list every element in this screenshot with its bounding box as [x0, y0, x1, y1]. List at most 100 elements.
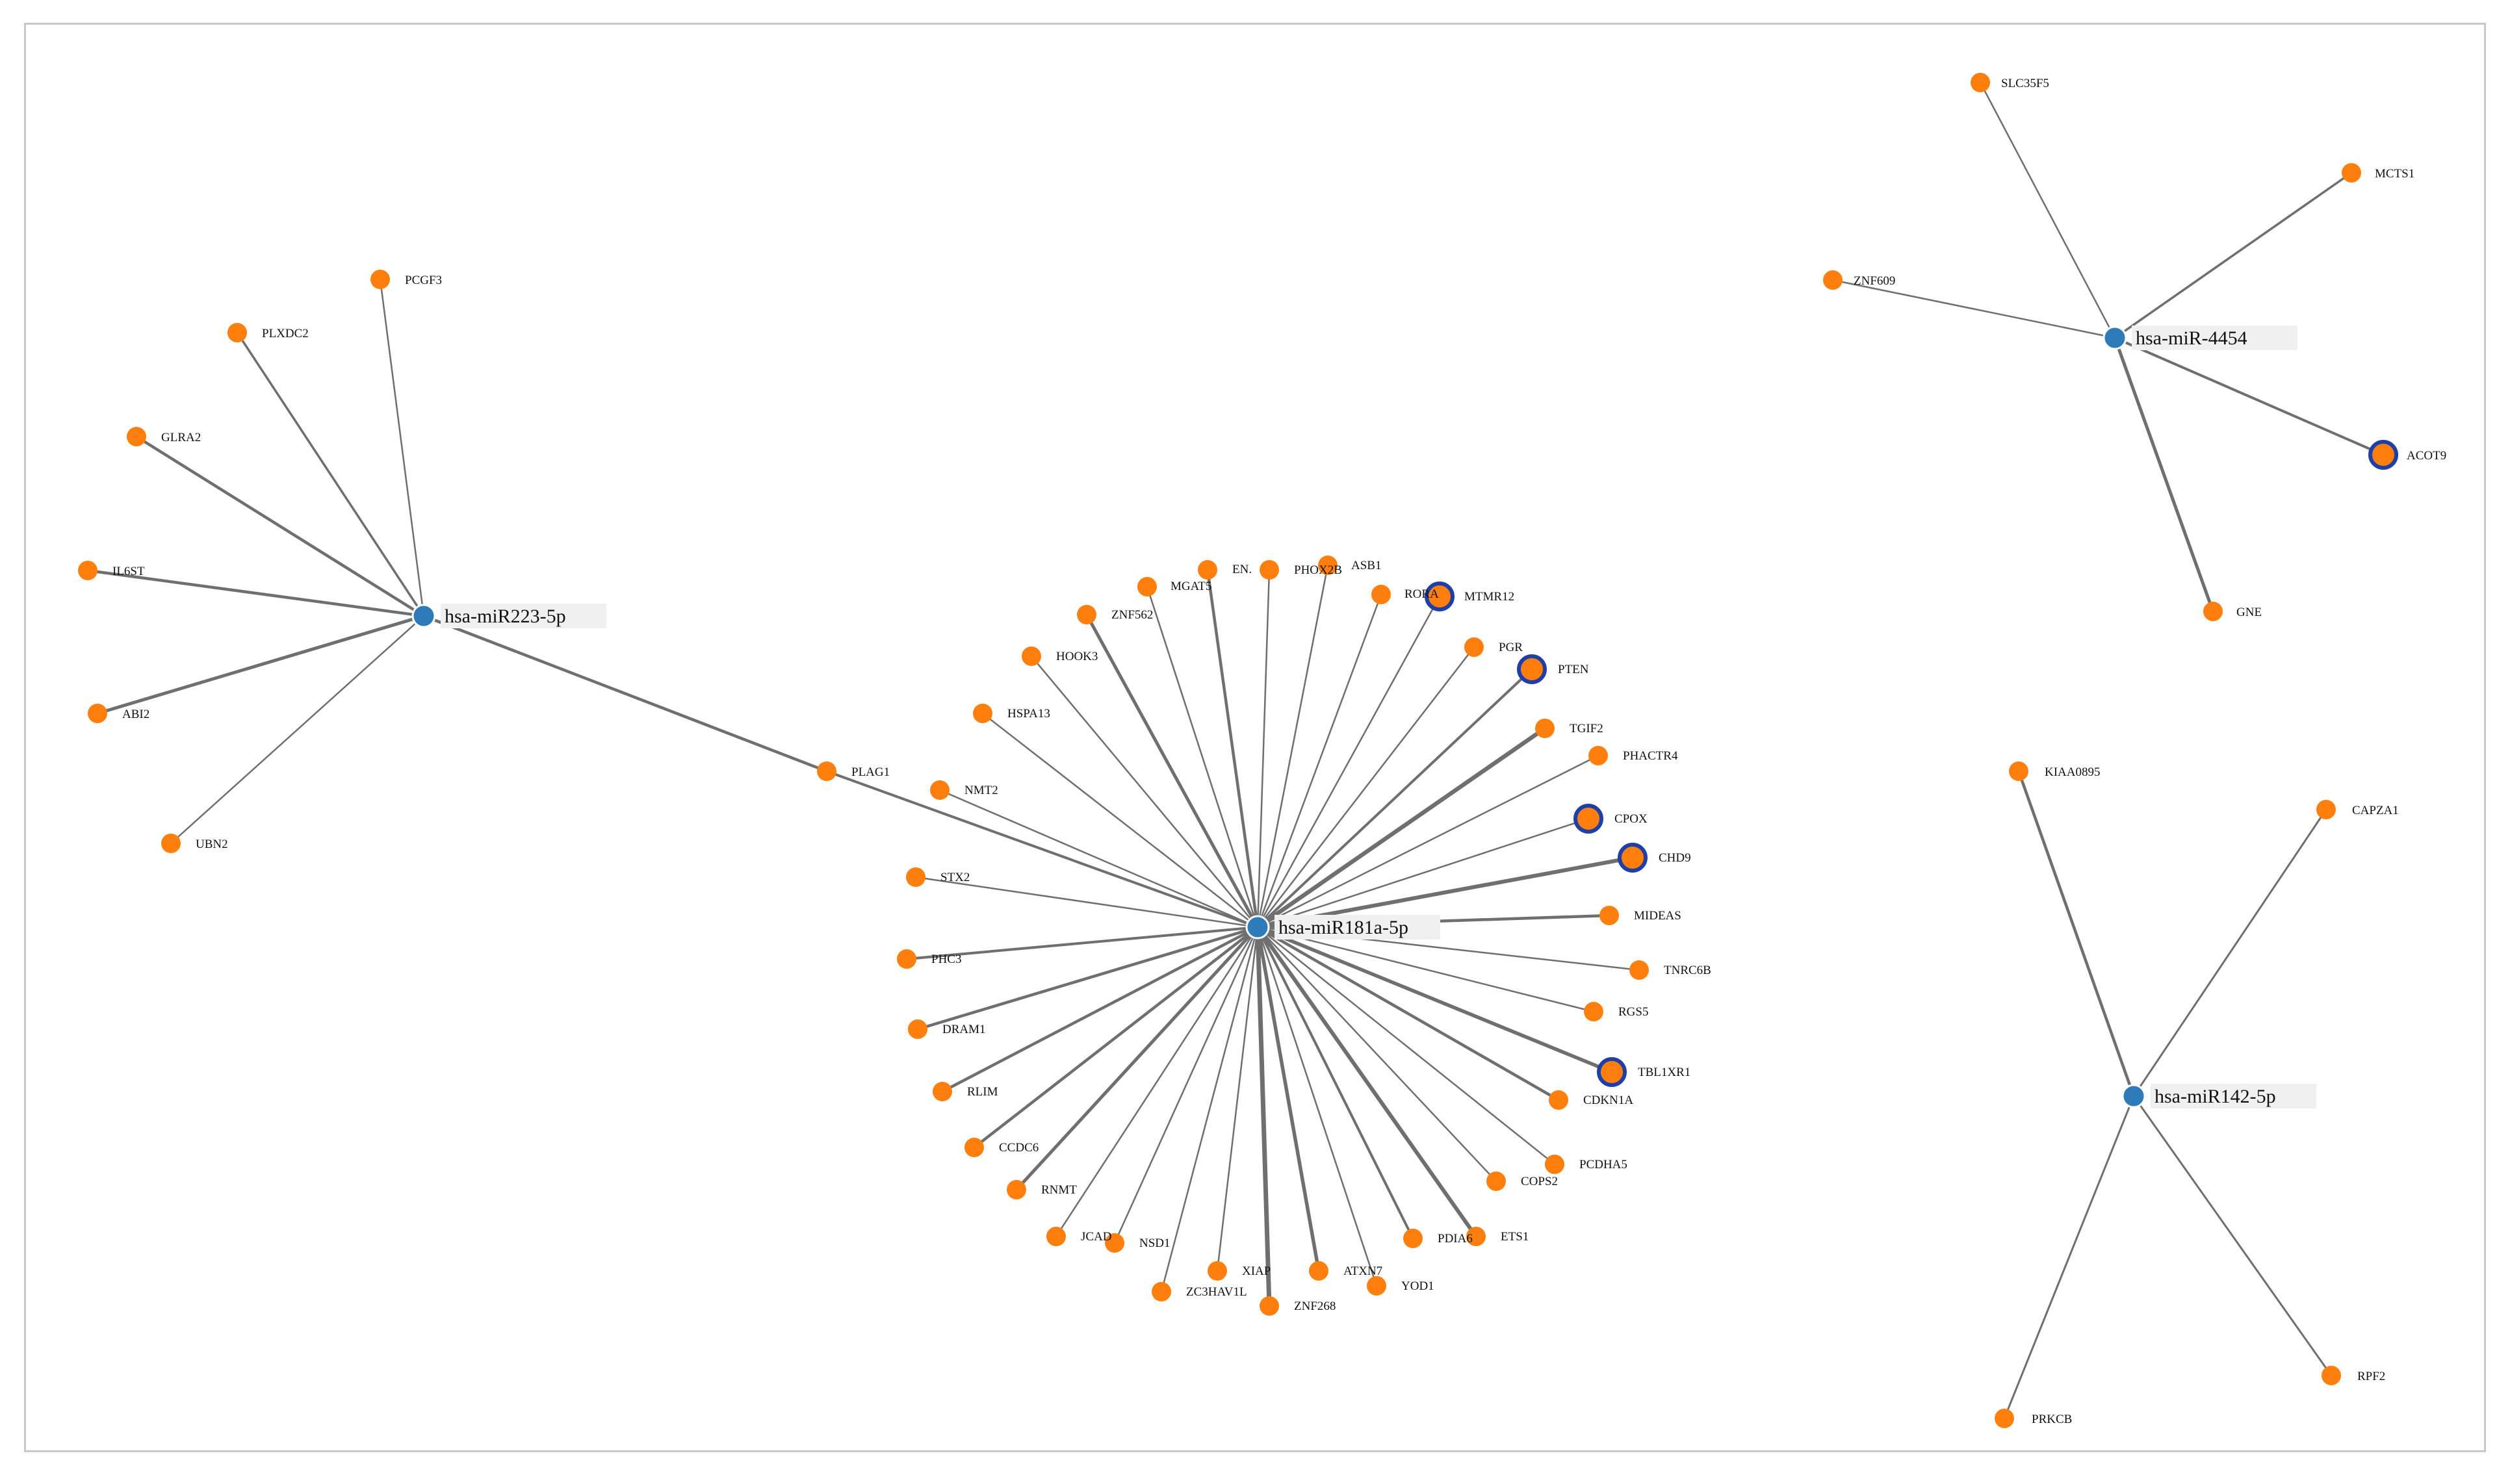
gene-label-rlim: RLIM: [967, 1085, 998, 1099]
edge-m4454-ZNF609: [1831, 279, 2116, 339]
gene-node-rpf2[interactable]: [2322, 1366, 2341, 1385]
edge-m142-RPF2: [2132, 1095, 2333, 1377]
label-layer: PCGF3PLXDC2GLRA2IL6STABI2UBN2PLAG1SLC35F…: [112, 77, 2446, 1426]
gene-node-ets1[interactable]: [1466, 1227, 1486, 1246]
edge-m142-PRKCB: [2003, 1095, 2135, 1420]
gene-node-pdia6[interactable]: [1403, 1229, 1423, 1248]
gene-node-gne[interactable]: [2203, 602, 2223, 621]
mirna-node-m4454[interactable]: [2102, 326, 2127, 350]
gene-label-nmt2: NMT2: [964, 784, 998, 797]
gene-node-mcts1[interactable]: [2342, 163, 2361, 183]
gene-node-glra2[interactable]: [127, 427, 146, 446]
gene-node-kiaa0895[interactable]: [2009, 761, 2028, 781]
edge-m181-RLIM: [940, 925, 1260, 1094]
gene-label-mtmr12: MTMR12: [1464, 590, 1514, 604]
gene-node-tbl1xr1-highlighted[interactable]: [1597, 1057, 1627, 1087]
node-layer: [78, 73, 2398, 1428]
gene-label-asb1: ASB1: [1351, 559, 1381, 572]
mirna-node-m223[interactable]: [411, 604, 436, 628]
gene-node-rnmt[interactable]: [1007, 1180, 1026, 1199]
edge-m181-PHACTR4: [1256, 754, 1599, 928]
edge-m181-PGR: [1256, 646, 1475, 928]
mirna-node-m142[interactable]: [2121, 1084, 2146, 1108]
gene-node-cpox-highlighted[interactable]: [1573, 804, 1603, 834]
gene-label-stx2: STX2: [940, 871, 970, 884]
gene-node-stx2[interactable]: [906, 867, 925, 887]
gene-node-chd9-highlighted[interactable]: [1618, 843, 1648, 873]
gene-node-acot9-highlighted[interactable]: [2368, 440, 2398, 470]
gene-label-ubn2: UBN2: [196, 838, 228, 851]
mirna-label-background: [1274, 915, 1440, 940]
gene-node-cops2[interactable]: [1486, 1171, 1506, 1191]
gene-label-pgr: PGR: [1499, 641, 1523, 654]
gene-label-gne: GNE: [2236, 606, 2262, 619]
gene-label-hspa13: HSPA13: [1007, 707, 1050, 721]
gene-node-nsd1[interactable]: [1105, 1233, 1124, 1253]
gene-node-znf609[interactable]: [1823, 270, 1843, 290]
gene-node-atxn7[interactable]: [1309, 1261, 1328, 1281]
gene-label-znf268: ZNF268: [1294, 1299, 1336, 1313]
gene-node-rgs5[interactable]: [1584, 1002, 1603, 1021]
gene-node-pcdha5[interactable]: [1545, 1155, 1564, 1174]
mirna-label-m181: hsa-miR181a-5p: [1278, 917, 1408, 938]
gene-node-xiap[interactable]: [1208, 1261, 1227, 1281]
gene-node-dram1[interactable]: [908, 1019, 927, 1039]
gene-node-znf562[interactable]: [1077, 605, 1096, 624]
gene-node-phactr4[interactable]: [1588, 746, 1608, 765]
gene-label-pcgf3: PCGF3: [405, 274, 442, 287]
gene-node-plag1[interactable]: [817, 761, 836, 781]
gene-node-prkcb[interactable]: [1995, 1409, 2014, 1428]
gene-label-mideas: MIDEAS: [1634, 909, 1681, 923]
gene-node-mideas[interactable]: [1599, 906, 1619, 925]
gene-node-hook3[interactable]: [1022, 646, 1041, 666]
gene-node-ccdc6[interactable]: [964, 1138, 984, 1157]
gene-node-hspa13[interactable]: [973, 704, 992, 723]
gene-node-plxdc2[interactable]: [227, 323, 247, 342]
gene-node-tgif2[interactable]: [1535, 719, 1555, 738]
gene-node-rora[interactable]: [1371, 585, 1391, 604]
gene-label-cdkn1a: CDKN1A: [1583, 1094, 1633, 1107]
gene-label-slc35f5: SLC35F5: [2001, 77, 2049, 90]
edge-m181-NSD1: [1113, 926, 1259, 1244]
gene-node-slc35f5[interactable]: [1971, 73, 1990, 92]
gene-node-zc3hav1l[interactable]: [1152, 1282, 1171, 1301]
gene-label-nsd1: NSD1: [1139, 1236, 1171, 1250]
edge-m4454-SLC35F5: [1979, 81, 2116, 339]
mirna-node-m181[interactable]: [1245, 915, 1270, 940]
gene-label-plag1: PLAG1: [851, 765, 890, 779]
edge-m223-ABI2: [96, 614, 426, 715]
edge-m142-KIAA0895: [2017, 769, 2136, 1098]
gene-node-rlim[interactable]: [933, 1082, 952, 1101]
gene-node-asb1[interactable]: [1318, 556, 1338, 575]
edge-m181-RGS5: [1256, 926, 1595, 1013]
gene-node-il6st[interactable]: [78, 561, 97, 580]
gene-node-phc3[interactable]: [897, 949, 916, 969]
gene-node-phox2b[interactable]: [1260, 560, 1279, 580]
gene-node-pcgf3[interactable]: [370, 270, 390, 289]
gene-node-en[interactable]: [1198, 560, 1217, 580]
gene-node-yod1[interactable]: [1367, 1276, 1386, 1296]
gene-node-capza1[interactable]: [2316, 800, 2336, 819]
edge-m181-YOD1: [1256, 926, 1378, 1287]
gene-node-mgat5[interactable]: [1137, 577, 1157, 596]
gene-node-pten-highlighted[interactable]: [1517, 654, 1547, 684]
gene-node-pgr[interactable]: [1464, 637, 1484, 657]
gene-node-nmt2[interactable]: [930, 780, 950, 800]
edge-m181-TGIF2: [1255, 726, 1547, 930]
gene-node-tnrc6b[interactable]: [1629, 960, 1649, 980]
gene-label-phactr4: PHACTR4: [1623, 749, 1678, 763]
gene-node-abi2[interactable]: [88, 704, 107, 723]
gene-label-tbl1xr1: TBL1XR1: [1638, 1066, 1690, 1079]
gene-node-ubn2[interactable]: [161, 834, 181, 853]
gene-node-cdkn1a[interactable]: [1549, 1090, 1568, 1110]
gene-node-jcad[interactable]: [1046, 1227, 1066, 1246]
gene-node-mtmr12-highlighted[interactable]: [1425, 582, 1455, 611]
edge-m223-GLRA2: [135, 435, 426, 618]
edge-m181-XIAP: [1216, 926, 1259, 1272]
gene-node-znf268[interactable]: [1260, 1296, 1279, 1316]
edge-m181-PTEN: [1256, 668, 1533, 928]
edge-m181-TBL1XR1: [1256, 925, 1614, 1074]
gene-label-en: EN.: [1232, 563, 1252, 576]
gene-label-rnmt: RNMT: [1041, 1183, 1077, 1197]
edge-m181-PHC3: [905, 926, 1259, 960]
